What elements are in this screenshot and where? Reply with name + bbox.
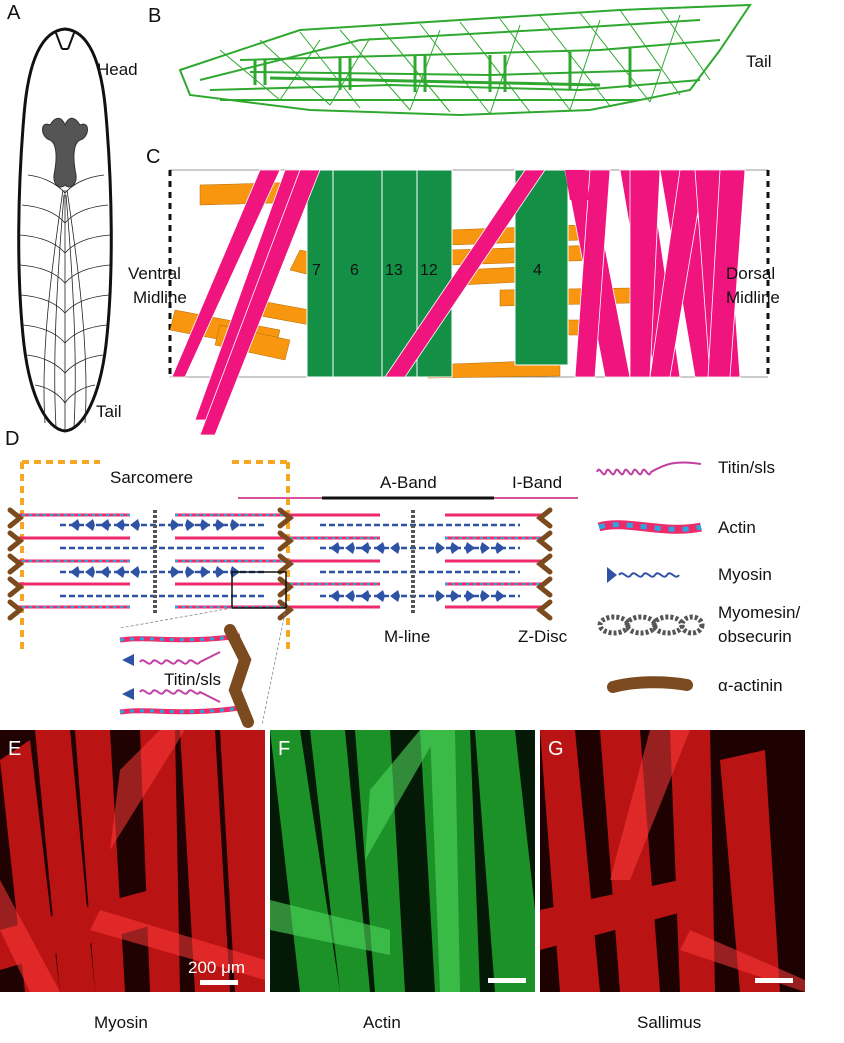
dorsal-midline-label-1: Dorsal [726,264,776,283]
ventral-midline-label-1: Ventral [128,264,181,283]
panel-e-letter: E [8,738,22,760]
legend-actinin-icon [607,676,693,693]
legend-actinin-label: α-actinin [718,676,783,695]
legend-myomesin-label-2: obsecurin [718,627,792,646]
panel-f-letter: F [278,738,291,760]
muscle-label-6: 6 [350,262,359,279]
panel-d-letter: D [5,428,20,450]
scale-bar-f [488,978,526,983]
micrograph-sallimus [540,730,805,992]
legend-actin-label: Actin [718,518,756,537]
caption-actin: Actin [363,1013,401,1032]
legend-myomesin-label-1: Myomesin/ [718,603,801,622]
m-line-label: M-line [384,627,431,646]
i-band-label: I-Band [512,473,563,492]
ventral-midline-label-2: Midline [133,288,187,307]
sarcomere-label: Sarcomere [110,468,194,487]
panel-g-letter: G [548,738,564,760]
legend-myosin-icon [607,567,680,583]
legend-titin-label: Titin/sls [718,458,775,477]
caption-sallimus: Sallimus [637,1013,702,1032]
panel-a-letter: A [7,2,21,24]
panel-b-tail-label: Tail [746,52,772,71]
legend-myomesin-icon [597,614,705,636]
panel-c-letter: C [146,146,161,168]
z-disc-label: Z-Disc [518,627,568,646]
sarcomere-schematic [7,460,578,728]
muscle-wireframe [178,3,752,117]
legend-titin-icon [596,461,702,476]
scale-bar-g [755,978,793,983]
muscle-label-13: 13 [385,262,403,279]
panel-b-letter: B [148,5,162,27]
muscle-map [168,169,770,436]
panel-a-head-label: Head [97,60,138,79]
legend-myosin-label: Myosin [718,565,772,584]
scale-bar [200,980,238,985]
panel-a-tail-label: Tail [96,402,122,421]
muscle-label-4: 4 [533,262,542,279]
micrograph-myosin [0,730,265,992]
scale-bar-label: 200 μm [188,958,246,977]
muscle-label-7: 7 [312,262,321,279]
a-band-label: A-Band [380,473,437,492]
larva-outline [17,27,113,433]
legend-actin-icon [597,520,702,534]
dorsal-midline-label-2: Midline [726,288,780,307]
inset-titin-label: Titin/sls [164,670,221,689]
muscle-label-12: 12 [420,262,438,279]
micrograph-actin [270,730,535,992]
caption-myosin: Myosin [94,1013,148,1032]
